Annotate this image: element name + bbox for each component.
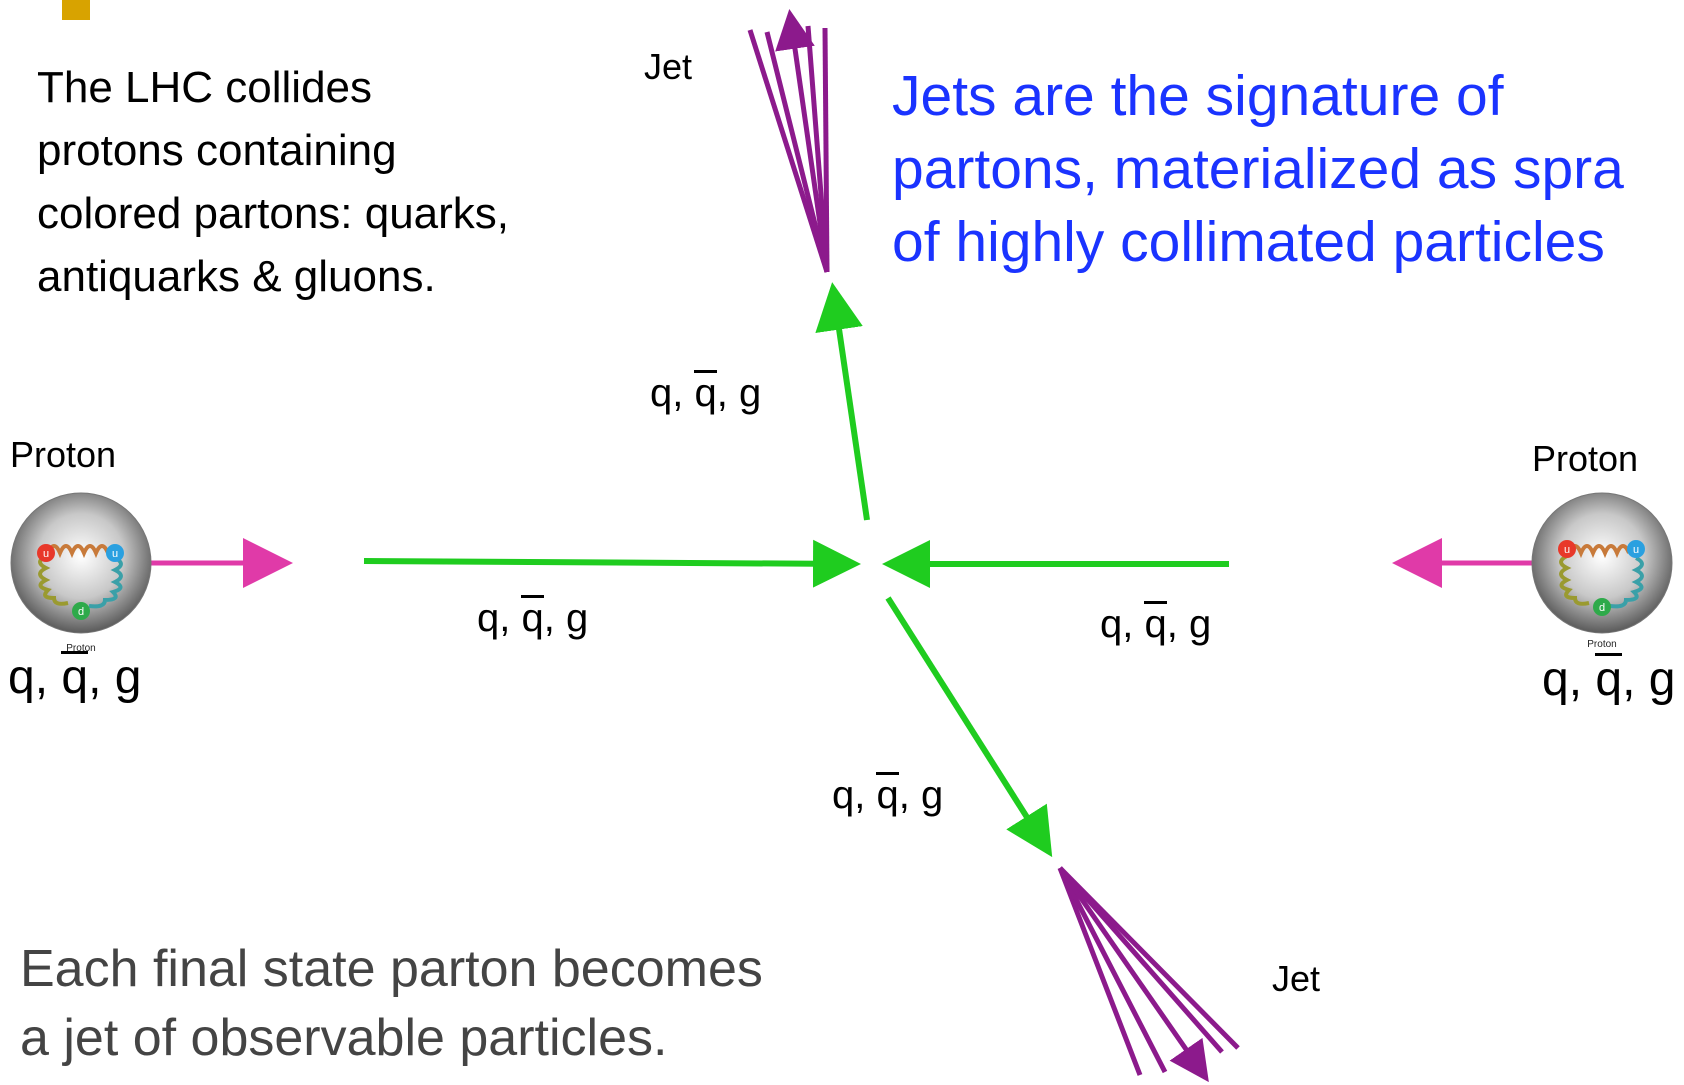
parton-label-bottom: q, q, g (832, 772, 943, 818)
parton-arrow-up (833, 288, 867, 520)
parton-comma: , (717, 371, 728, 415)
quark-label-u-left-1: u (43, 548, 49, 560)
parton-g: g (1649, 653, 1676, 706)
parton-q: q, (477, 596, 510, 640)
parton-qbar: q (521, 595, 543, 636)
parton-g: g (1189, 602, 1211, 646)
parton-comma: , (899, 773, 910, 817)
proton-label-left: Proton (10, 434, 116, 476)
parton-qbar: q (1595, 653, 1622, 701)
parton-q: q, (650, 371, 683, 415)
jet-label-bottom: Jet (1272, 958, 1320, 1000)
parton-g: g (115, 651, 142, 704)
proton-content-label-left: q, q, g (8, 650, 141, 705)
jet-bottom (1060, 868, 1238, 1078)
parton-label-right: q, q, g (1100, 601, 1211, 647)
parton-comma: , (1622, 653, 1635, 706)
parton-q: q, (1542, 653, 1582, 706)
proton-icon-left: u u d Proton (11, 493, 151, 654)
parton-q: q, (832, 773, 865, 817)
parton-comma: , (88, 651, 101, 704)
parton-label-left: q, q, g (477, 595, 588, 641)
quark-label-u-right-2: u (1633, 544, 1639, 556)
parton-comma: , (1167, 602, 1178, 646)
parton-g: g (566, 596, 588, 640)
proton-label-right: Proton (1532, 438, 1638, 480)
parton-q: q, (8, 651, 48, 704)
proton-icon-right: u u d Proton (1532, 493, 1672, 650)
quark-label-d-right: d (1599, 602, 1605, 614)
parton-comma: , (544, 596, 555, 640)
parton-qbar: q (694, 370, 716, 411)
parton-arrow-left (364, 561, 855, 564)
parton-g: g (739, 371, 761, 415)
quark-label-d-left: d (78, 606, 84, 618)
proton-icon-caption-right: Proton (1587, 639, 1616, 650)
proton-content-label-right: q, q, g (1542, 652, 1675, 707)
parton-label-top: q, q, g (650, 370, 761, 416)
parton-q: q, (1100, 602, 1133, 646)
quark-label-u-right-1: u (1564, 544, 1570, 556)
parton-g: g (921, 773, 943, 817)
parton-qbar: q (1144, 601, 1166, 642)
parton-qbar: q (876, 772, 898, 813)
jet-top (750, 14, 827, 272)
jet-label-top: Jet (644, 46, 692, 88)
parton-qbar: q (61, 651, 88, 699)
quark-label-u-left-2: u (112, 548, 118, 560)
